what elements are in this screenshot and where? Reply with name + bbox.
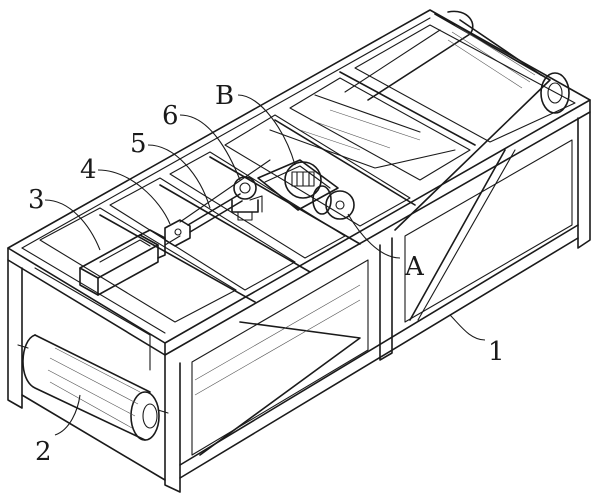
top-frame [7, 9, 591, 356]
front-roller [17, 334, 169, 441]
rear-roller [459, 19, 570, 114]
drive-drum [257, 159, 339, 215]
label-detail-a: A [404, 252, 425, 282]
label-pulley: 6 [162, 101, 179, 131]
push-rod [179, 159, 271, 233]
detail-a-callout [325, 190, 355, 220]
conveyor-belt [344, 10, 551, 231]
inclined-plate [269, 94, 456, 169]
leader-lines [44, 94, 486, 436]
label-connector: 4 [80, 155, 97, 185]
side-frame [7, 111, 591, 493]
label-detail-b: B [215, 81, 234, 111]
label-cylinder: 3 [28, 185, 45, 215]
label-rod: 5 [130, 129, 147, 159]
label-roller: 2 [35, 437, 52, 467]
label-frame: 1 [488, 337, 505, 367]
part-labels: 3 4 5 6 B A 1 2 [28, 81, 505, 467]
connector-block [164, 219, 191, 247]
pulley-assembly [231, 176, 263, 221]
